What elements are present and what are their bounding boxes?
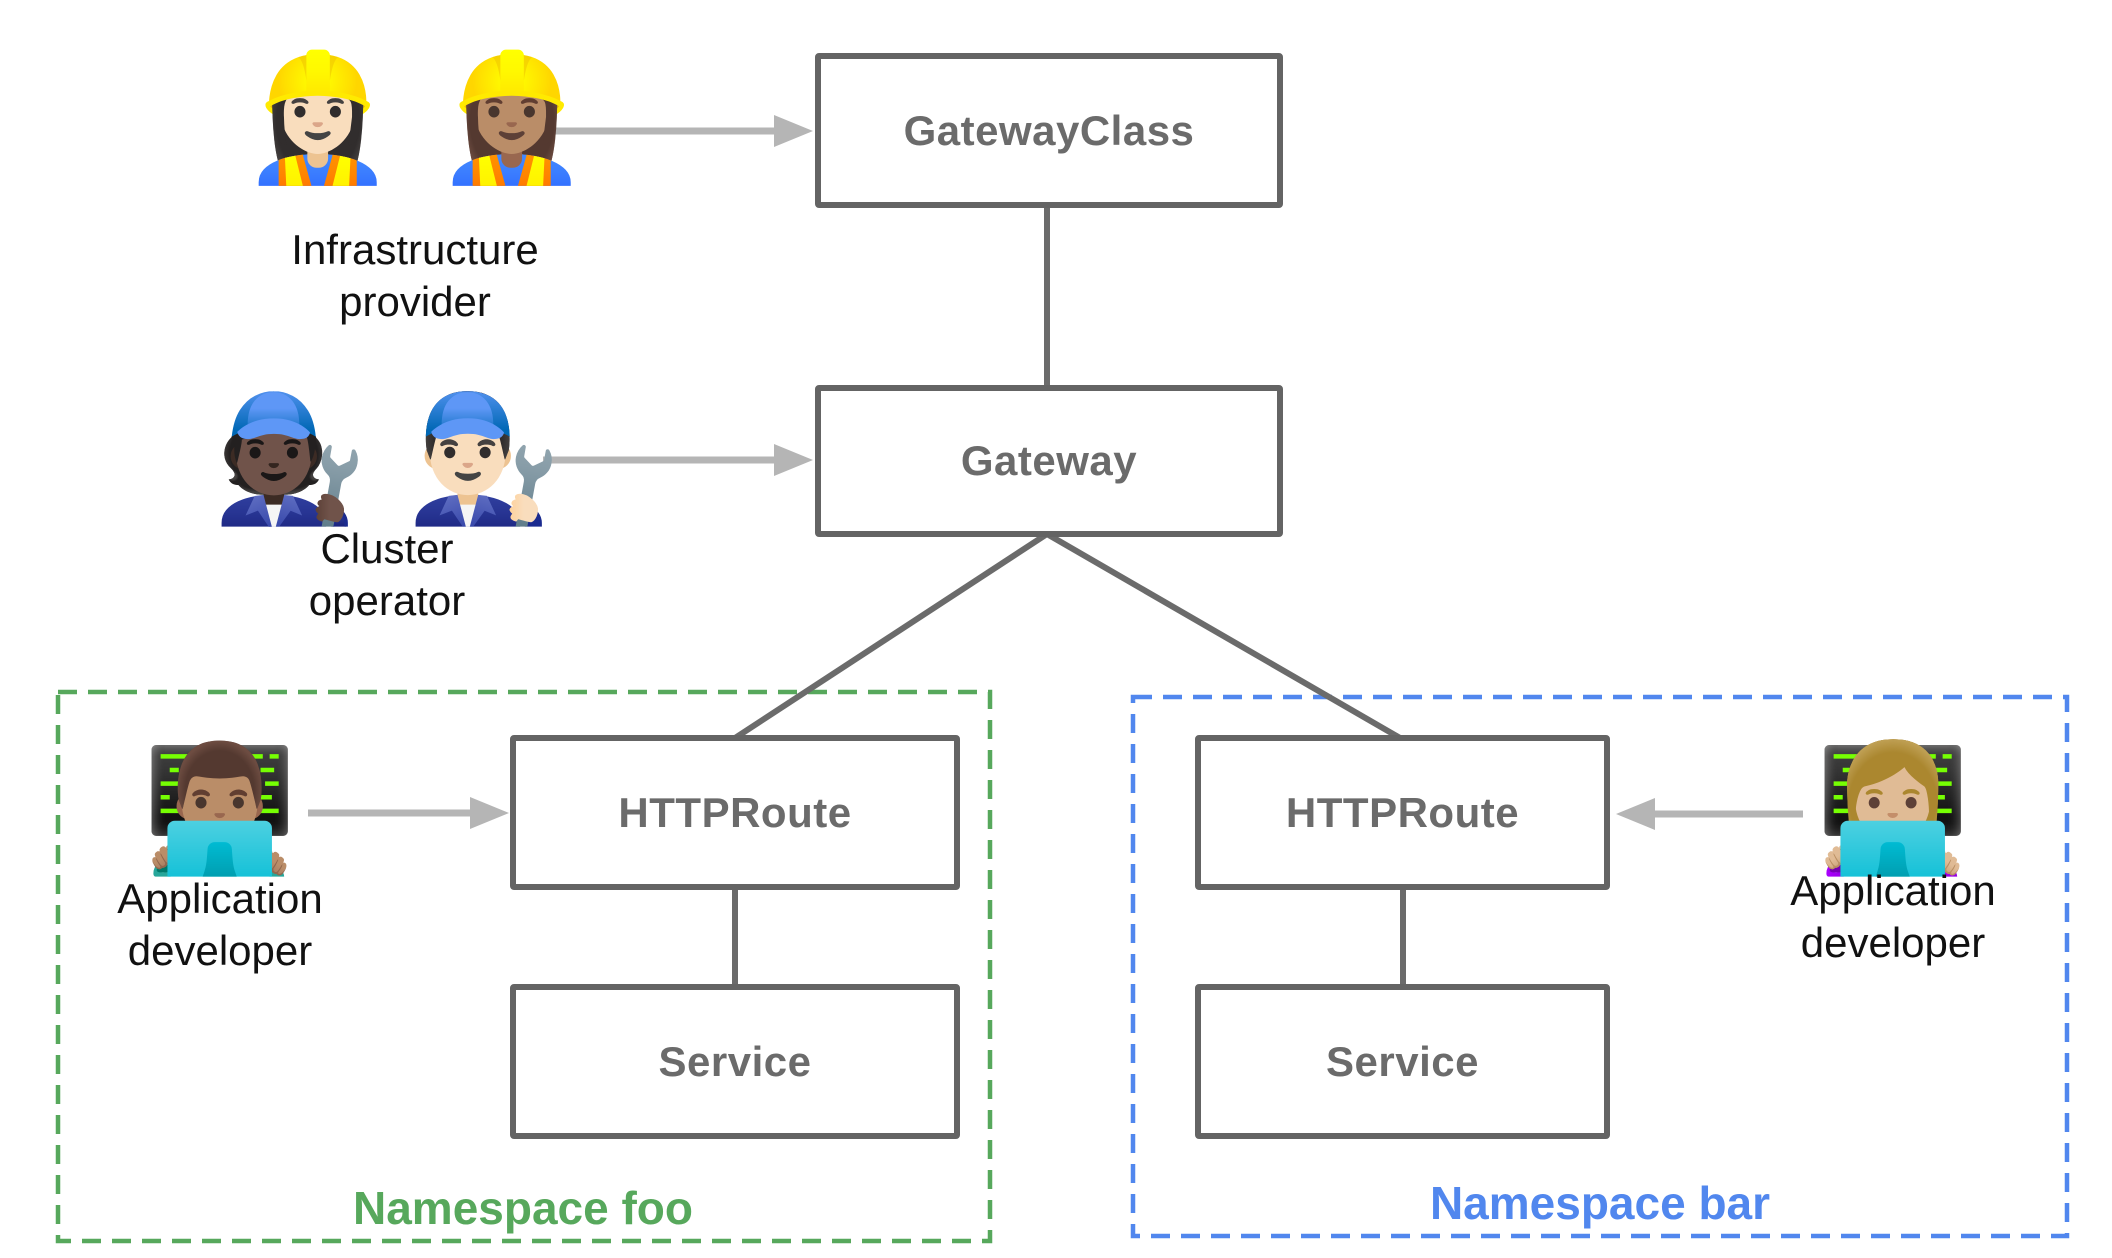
persona-infrastructure-provider: 👷🏻‍♀️ 👷🏽‍♀️ Infrastructure provider xyxy=(165,55,665,328)
app-developer-foo-label: Application developer xyxy=(117,875,323,974)
namespace-foo-label: Namespace foo xyxy=(352,1182,693,1234)
httproute-bar-node: HTTPRoute xyxy=(1195,735,1610,890)
mechanic-emoji-icon: 🧑🏿‍🔧 👨🏻‍🔧 xyxy=(212,387,562,531)
construction-worker-emoji-icon: 👷🏻‍♀️ 👷🏽‍♀️ xyxy=(240,46,590,190)
arrowhead-icon xyxy=(774,444,813,476)
arrowhead-icon xyxy=(470,797,509,829)
service-bar-label: Service xyxy=(1326,1037,1479,1085)
persona-app-developer-foo: 👨🏽‍💻 Application developer xyxy=(0,746,470,977)
infrastructure-provider-label: Infrastructure provider xyxy=(291,226,539,325)
persona-cluster-operator: 🧑🏿‍🔧 👨🏻‍🔧 Cluster operator xyxy=(137,396,637,627)
gatewayclass-node: GatewayClass xyxy=(815,53,1283,208)
gatewayclass-label: GatewayClass xyxy=(903,106,1195,154)
httproute-foo-node: HTTPRoute xyxy=(510,735,960,890)
gateway-node: Gateway xyxy=(815,385,1283,537)
persona-app-developer-bar: 👩🏼‍💻 Application developer xyxy=(1643,746,2112,969)
httproute-foo-label: HTTPRoute xyxy=(618,788,852,836)
service-foo-node: Service xyxy=(510,984,960,1139)
service-foo-label: Service xyxy=(658,1037,812,1085)
technologist-emoji-icon: 👨🏽‍💻 xyxy=(142,737,298,881)
namespace-bar-label: Namespace bar xyxy=(1429,1177,1771,1229)
arrowhead-icon xyxy=(774,115,813,147)
edge-gateway-httproute-bar xyxy=(1045,531,1402,741)
cluster-operator-label: Cluster operator xyxy=(308,525,466,624)
edge-gateway-httproute-foo xyxy=(733,531,1049,741)
app-developer-bar-label: Application developer xyxy=(1790,867,1996,966)
httproute-bar-label: HTTPRoute xyxy=(1285,788,1520,836)
service-bar-node: Service xyxy=(1195,984,1610,1139)
gateway-label: Gateway xyxy=(960,437,1138,484)
technologist-emoji-icon: 👩🏼‍💻 xyxy=(1815,737,1971,881)
